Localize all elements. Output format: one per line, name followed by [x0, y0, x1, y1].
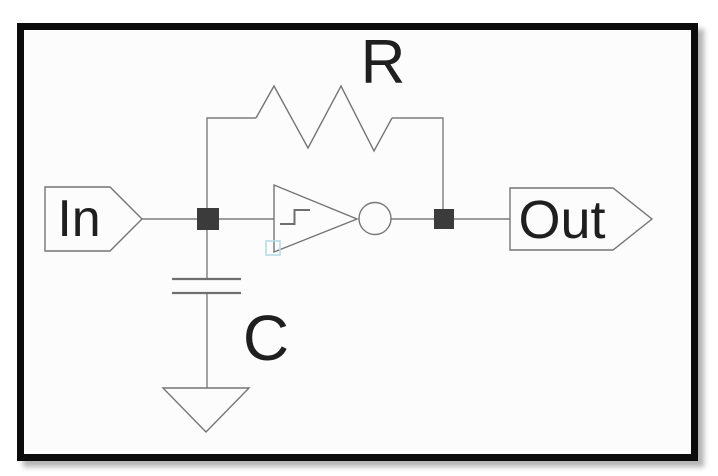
junction-dot-input: [197, 208, 219, 230]
schmitt-inverter[interactable]: [265, 183, 392, 256]
diagram-frame: R In Out C: [17, 23, 698, 461]
selection-marker-icon: [265, 240, 281, 256]
wires: [142, 117, 510, 388]
input-port-label: In: [57, 190, 100, 248]
output-port-label: Out: [518, 190, 605, 250]
feedback-resistor[interactable]: R: [255, 30, 406, 153]
ground-symbol[interactable]: [161, 387, 251, 434]
input-port-flag-icon: [44, 186, 143, 252]
hysteresis-icon: [280, 209, 310, 225]
ground-triangle-icon: [161, 387, 251, 434]
resistor-zigzag-icon: [255, 84, 393, 153]
wire-left-riser: [206, 117, 256, 279]
input-port[interactable]: In: [44, 186, 143, 252]
inverter-triangle-icon: [273, 183, 359, 254]
junction-dot-output: [434, 209, 454, 229]
schematic: R In Out C: [44, 30, 654, 434]
output-port[interactable]: Out: [509, 187, 654, 251]
inverter-bubble-icon: [358, 201, 392, 236]
timing-capacitor[interactable]: C: [172, 277, 289, 374]
output-port-flag-icon: [509, 187, 654, 251]
resistor-label: R: [361, 30, 406, 97]
wire-right-riser: [392, 117, 444, 219]
capacitor-label: C: [243, 302, 289, 374]
